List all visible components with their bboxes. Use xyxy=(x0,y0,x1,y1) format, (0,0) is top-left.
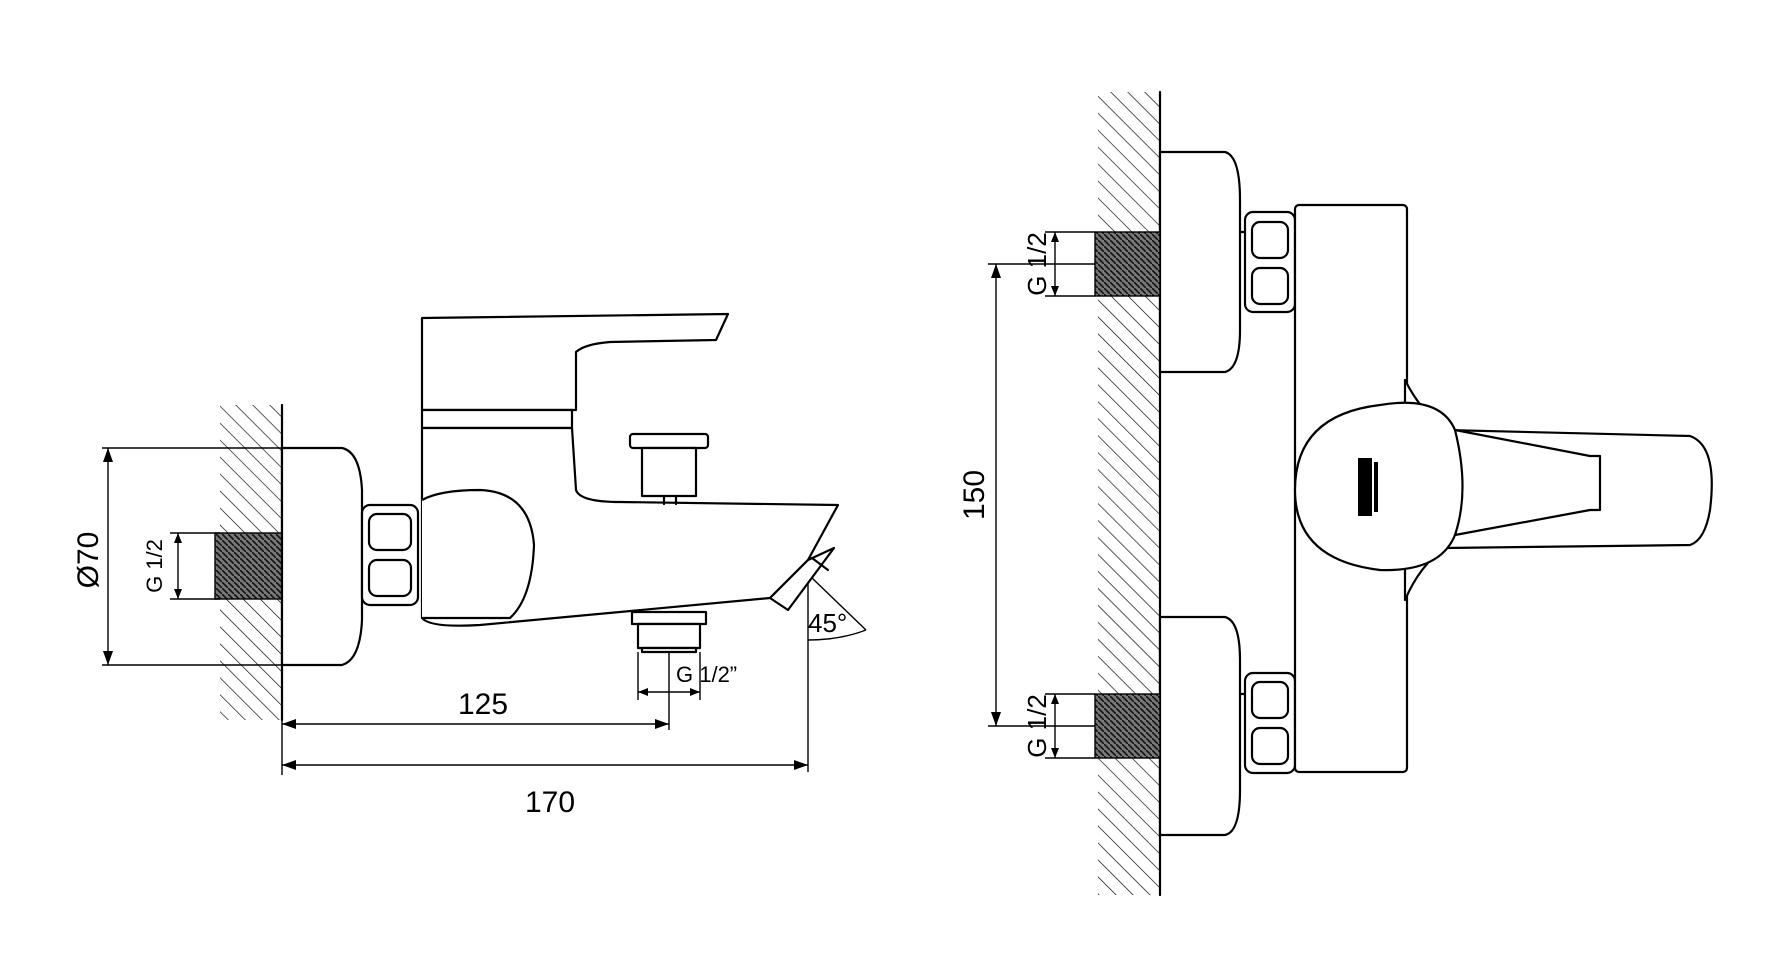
inlet-thread xyxy=(214,532,283,600)
dim-diameter: Ø70 xyxy=(72,447,282,666)
front-view: G 1/2 G 1/2 150 xyxy=(958,90,1713,897)
hex-nut-bottom xyxy=(1243,671,1297,775)
dim-inlet-thread: G 1/2 xyxy=(142,532,220,600)
wall-hatch-front xyxy=(1098,92,1160,895)
escutcheon-bottom xyxy=(1158,615,1242,837)
lever-handle xyxy=(420,312,730,412)
shower-outlet xyxy=(630,610,708,654)
dim-150: 150 xyxy=(958,263,1095,727)
thread-bottom xyxy=(1094,693,1161,759)
dim-125-label: 125 xyxy=(458,688,508,721)
dim-125: 125 xyxy=(281,652,670,775)
hex-nut xyxy=(360,503,420,607)
spout-angle-label: 45° xyxy=(808,608,847,638)
cartridge-cap xyxy=(1293,401,1602,572)
brand-logo-mark xyxy=(1358,458,1378,516)
diameter-label: Ø70 xyxy=(72,532,105,589)
diverter-knob xyxy=(628,432,710,506)
hex-nut-top xyxy=(1243,210,1297,314)
outlet-thread-label: G 1/2” xyxy=(676,662,737,687)
dim-150-label: 150 xyxy=(958,470,991,520)
inlet-thread-label: G 1/2 xyxy=(142,539,167,593)
escutcheon xyxy=(280,446,364,667)
dim-170: 170 xyxy=(282,645,809,819)
dim-outlet-thread: G 1/2” xyxy=(637,652,737,700)
thread-top xyxy=(1094,231,1161,297)
cartridge-dome xyxy=(421,488,536,620)
side-view: 45° Ø70 G 1/2 G 1/2” xyxy=(72,312,867,819)
escutcheon-top xyxy=(1158,150,1242,374)
lever-neck xyxy=(420,408,574,430)
dim-170-label: 170 xyxy=(525,786,575,819)
